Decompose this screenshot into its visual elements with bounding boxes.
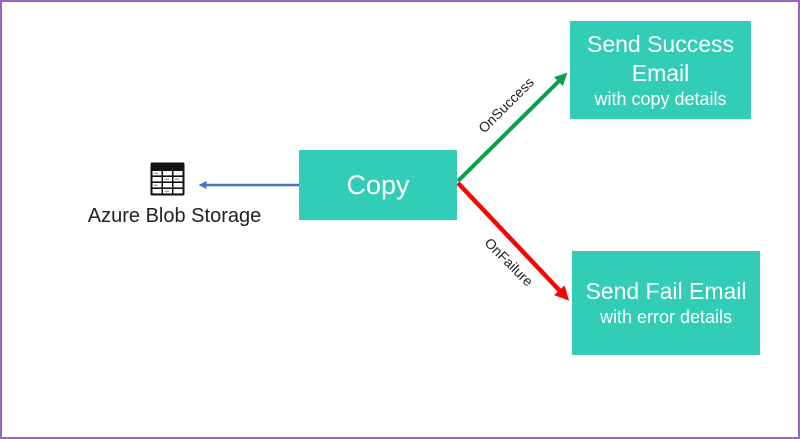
on-failure-label: OnFailure	[481, 234, 537, 290]
table-grid-icon	[150, 162, 185, 196]
fail-email-box: Send Fail Email with error details	[572, 251, 760, 355]
on-failure-arrow	[456, 181, 570, 301]
storage-label: Azure Blob Storage	[87, 205, 262, 227]
success-title-line2: Email	[631, 59, 690, 86]
fail-subtitle: with error details	[599, 307, 733, 327]
fail-title: Send Fail Email	[585, 278, 747, 304]
success-email-box: Send Success Email with copy details	[570, 21, 751, 119]
success-title-line1: Send Success	[586, 30, 735, 57]
success-subtitle: with copy details	[594, 88, 727, 109]
on-success-label: OnSuccess	[475, 74, 537, 136]
copy-label: Copy	[346, 169, 410, 200]
copy-activity-box: Copy	[299, 150, 457, 220]
storage-node: Azure Blob Storage	[77, 162, 272, 228]
